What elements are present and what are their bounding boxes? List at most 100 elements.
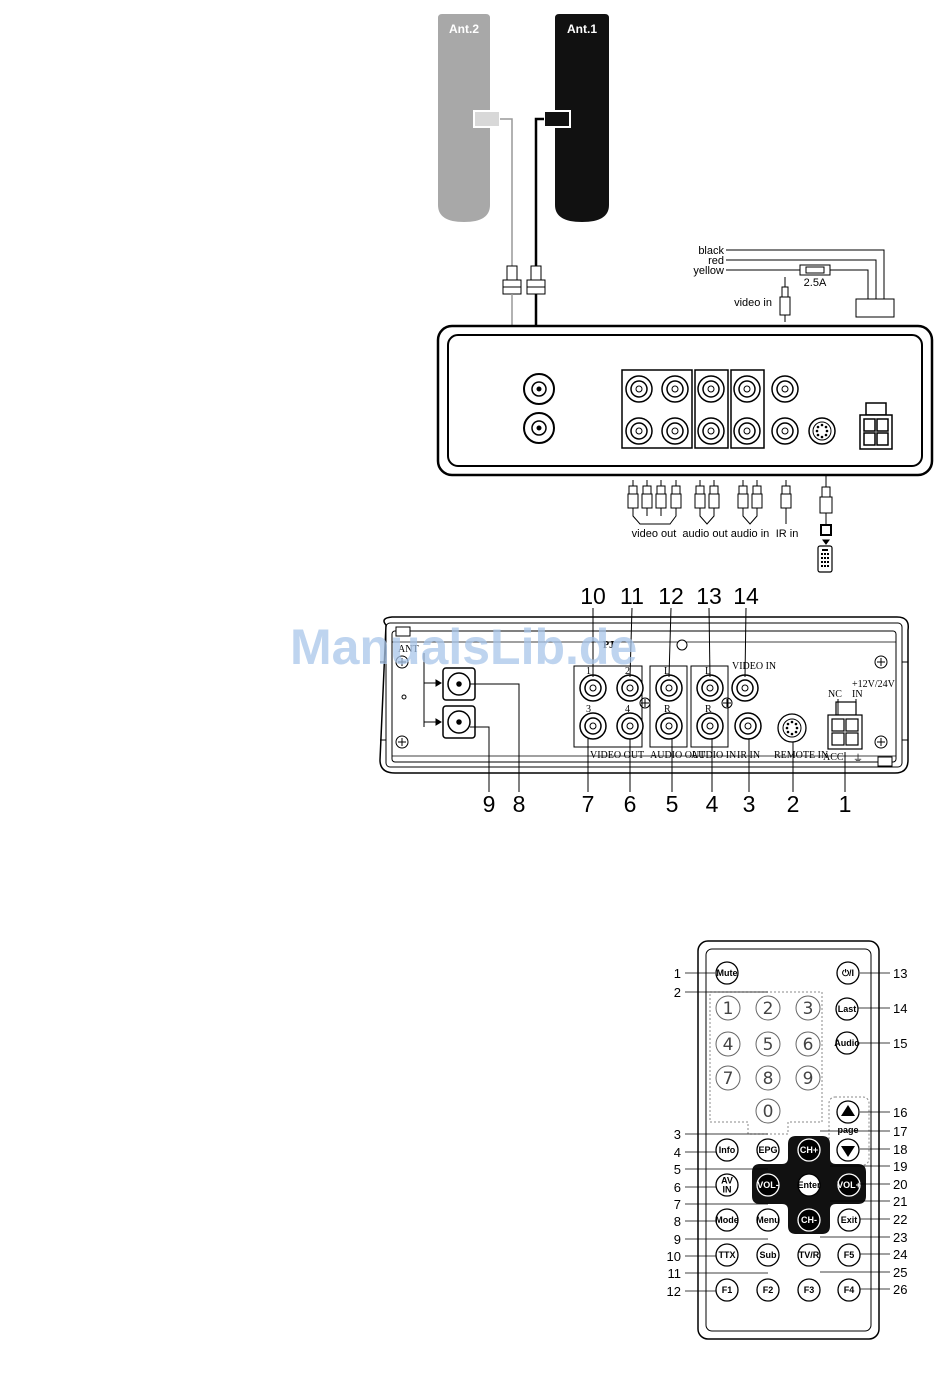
callout-number: 1 bbox=[674, 966, 681, 981]
callout-number: 6 bbox=[624, 791, 637, 817]
callout-number: 5 bbox=[666, 791, 679, 817]
audio-in-panel-label: AUDIO IN bbox=[691, 750, 736, 761]
svg-text:VOL-: VOL- bbox=[757, 1180, 779, 1190]
power-wiring: black red yellow 2.5A video in bbox=[693, 245, 895, 322]
svg-text:⏚: ⏚ bbox=[853, 753, 863, 765]
rear-rca-jacks bbox=[579, 674, 762, 740]
remote-button[interactable]: CH+ bbox=[797, 1138, 821, 1162]
digit-button[interactable]: 4 bbox=[715, 1031, 741, 1057]
rca-jack bbox=[616, 712, 644, 740]
remote-button[interactable]: TV/R bbox=[797, 1243, 821, 1267]
remote-button[interactable]: Sub bbox=[756, 1243, 780, 1267]
rca-jack bbox=[771, 417, 799, 445]
unit-top-view bbox=[436, 324, 934, 477]
ir-in-label: IR in bbox=[776, 528, 799, 540]
svg-text:TTX: TTX bbox=[719, 1250, 736, 1260]
svg-text:Info: Info bbox=[719, 1145, 736, 1155]
remote-button[interactable]: Mode bbox=[715, 1208, 739, 1232]
fuse-label: 2.5A bbox=[804, 277, 827, 289]
jack-2-label: 2 bbox=[625, 666, 630, 677]
callout-number: 4 bbox=[706, 791, 719, 817]
audio-out-label: audio out bbox=[682, 528, 727, 540]
remote-button[interactable]: F2 bbox=[756, 1278, 780, 1302]
remote-button[interactable]: TTX bbox=[715, 1243, 739, 1267]
remote-button[interactable]: Enter bbox=[797, 1173, 821, 1197]
callout-number: 4 bbox=[674, 1145, 681, 1160]
svg-text:2: 2 bbox=[763, 999, 774, 1019]
svg-text:AV: AV bbox=[721, 1176, 733, 1186]
rca-jack bbox=[655, 712, 683, 740]
remote-button[interactable]: VOL+ bbox=[837, 1173, 861, 1197]
svg-text:CH-: CH- bbox=[801, 1215, 817, 1225]
svg-text:F4: F4 bbox=[844, 1285, 855, 1295]
callout-number: 7 bbox=[582, 791, 595, 817]
page-down-button[interactable] bbox=[836, 1138, 860, 1162]
svg-text:EPG: EPG bbox=[758, 1145, 777, 1155]
rca-jack bbox=[579, 712, 607, 740]
callout-number: 14 bbox=[733, 583, 759, 609]
rca-jack bbox=[625, 375, 653, 403]
digit-button[interactable]: 8 bbox=[755, 1065, 781, 1091]
callout-number: 9 bbox=[674, 1232, 681, 1247]
callout-number: 18 bbox=[893, 1142, 907, 1157]
jack-3-label: 3 bbox=[586, 704, 591, 715]
digit-button[interactable]: 9 bbox=[795, 1065, 821, 1091]
svg-text:Mode: Mode bbox=[715, 1215, 739, 1225]
remote-button[interactable]: F4 bbox=[837, 1278, 861, 1302]
callout-number: 20 bbox=[893, 1177, 907, 1192]
remote-button[interactable]: CH- bbox=[797, 1208, 821, 1232]
ant-label: ANT bbox=[398, 644, 419, 655]
digit-button[interactable]: 2 bbox=[755, 995, 781, 1021]
bottom-plugs bbox=[627, 475, 833, 573]
page-up-button[interactable] bbox=[836, 1100, 860, 1124]
remote-in-panel-label: REMOTE IN bbox=[774, 750, 828, 761]
power-panel-label: +12V/24V bbox=[852, 679, 896, 690]
remote-button[interactable]: EPG bbox=[756, 1138, 780, 1162]
svg-text:Enter: Enter bbox=[797, 1180, 821, 1190]
remote-button[interactable]: F5 bbox=[837, 1243, 861, 1267]
rca-jack bbox=[579, 674, 607, 702]
antenna-2: Ant.2 bbox=[438, 14, 501, 222]
svg-text:IN: IN bbox=[723, 1185, 732, 1195]
callout-number: 14 bbox=[893, 1001, 907, 1016]
callout-number: 10 bbox=[667, 1249, 681, 1264]
callout-number: 26 bbox=[893, 1282, 907, 1297]
rca-jack bbox=[734, 712, 762, 740]
rca-jack bbox=[661, 417, 689, 445]
digit-button[interactable]: 0 bbox=[755, 1098, 781, 1124]
digit-button[interactable]: 1 bbox=[715, 995, 741, 1021]
remote-button[interactable]: Info bbox=[715, 1138, 739, 1162]
antenna-2-label: Ant.2 bbox=[449, 22, 479, 36]
jack-4-label: 4 bbox=[625, 704, 630, 715]
rca-jack bbox=[731, 674, 759, 702]
remote-button[interactable]: Mute bbox=[715, 961, 739, 985]
svg-text:Last: Last bbox=[838, 1004, 857, 1014]
svg-text:⏻/I: ⏻/I bbox=[842, 968, 854, 978]
digit-button[interactable]: 6 bbox=[795, 1031, 821, 1057]
callout-number: 2 bbox=[787, 791, 800, 817]
callout-number: 9 bbox=[483, 791, 496, 817]
callout-number: 11 bbox=[668, 1266, 682, 1281]
callout-number: 11 bbox=[620, 583, 644, 609]
digit-button[interactable]: 3 bbox=[795, 995, 821, 1021]
callout-number: 25 bbox=[893, 1265, 907, 1280]
digit-button[interactable]: 7 bbox=[715, 1065, 741, 1091]
remote-button[interactable]: Last bbox=[835, 997, 859, 1021]
remote-button[interactable]: F1 bbox=[715, 1278, 739, 1302]
wire-black-label: black bbox=[698, 245, 724, 257]
antenna-1-label: Ant.1 bbox=[567, 22, 597, 36]
callout-number: 13 bbox=[893, 966, 907, 981]
rca-jack bbox=[661, 375, 689, 403]
svg-text:F2: F2 bbox=[763, 1285, 774, 1295]
digit-button[interactable]: 5 bbox=[755, 1031, 781, 1057]
remote-button[interactable]: ⏻/I bbox=[836, 961, 860, 985]
remote-button[interactable]: Menu bbox=[756, 1208, 780, 1232]
callout-number: 19 bbox=[893, 1159, 907, 1174]
jack-r1-label: R bbox=[664, 704, 671, 715]
jack-l2-label: L bbox=[705, 666, 711, 677]
remote-button[interactable]: VOL- bbox=[756, 1173, 780, 1197]
audio-out-panel-label: AUDIO OUT bbox=[650, 750, 705, 761]
remote-button[interactable]: F3 bbox=[797, 1278, 821, 1302]
remote-button[interactable]: Exit bbox=[837, 1208, 861, 1232]
